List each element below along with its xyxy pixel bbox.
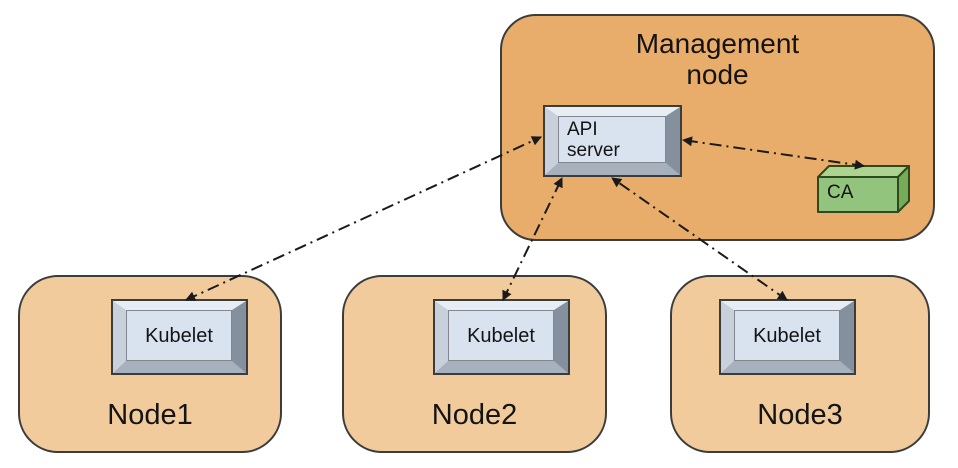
api-server-box: API server xyxy=(545,107,680,175)
management-node-title-text: Management node xyxy=(635,28,800,90)
ca-box: CA xyxy=(812,158,912,218)
ca-top-face xyxy=(817,165,910,178)
node2-label: Node2 xyxy=(431,399,518,431)
ca-label: CA xyxy=(827,182,854,203)
management-node-title: Management node xyxy=(500,28,935,90)
kubelet-label-node2: Kubelet xyxy=(467,324,535,347)
node1-label: Node1 xyxy=(107,399,193,431)
kubelet-label-node3: Kubelet xyxy=(753,324,821,347)
ca-front-face xyxy=(817,176,899,213)
kubelet-box-node2: Kubelet xyxy=(435,301,568,373)
kubelet-label-node1: Kubelet xyxy=(145,324,213,347)
api-server-label: API server xyxy=(567,118,620,161)
kubelet-box-node3: Kubelet xyxy=(721,301,854,373)
ca-cuboid-shape xyxy=(817,165,910,213)
node3-label: Node3 xyxy=(757,399,843,431)
kubelet-box-node1: Kubelet xyxy=(113,301,246,373)
